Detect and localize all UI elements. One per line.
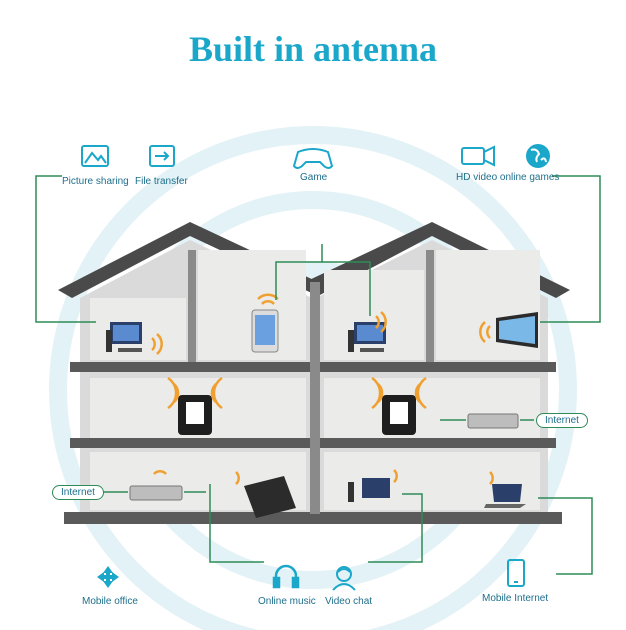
picture-sharing-label: Picture sharing (62, 176, 129, 187)
headphones-icon (272, 564, 300, 589)
video-camera-icon (461, 145, 495, 167)
file-transfer-label: File transfer (135, 176, 188, 187)
wifi-waves (151, 293, 494, 485)
video-chat-label: Video chat (325, 596, 373, 607)
desktop-computer-icon (106, 322, 142, 352)
game-controller-icon (292, 148, 334, 169)
connector-lines (35, 175, 601, 575)
smartphone-icon (251, 309, 279, 353)
internet-label-right: Internet (536, 413, 588, 428)
mobile-phone-icon (507, 559, 525, 587)
game-label: Game (300, 172, 328, 183)
wifi-repeater-icon (382, 395, 416, 435)
picture-sharing-icon (81, 145, 109, 167)
file-transfer-icon (149, 145, 175, 167)
desktop-computer-icon (348, 478, 390, 502)
tablet-icon (244, 476, 296, 518)
modem-icon (129, 413, 519, 501)
globe-icon (526, 144, 550, 168)
video-chat-icon (332, 566, 356, 591)
page-title: Built in antenna (188, 29, 438, 69)
online-music-label: Online music (258, 596, 316, 607)
mobile-office-label: Mobile office (82, 596, 138, 607)
laptop-icon (484, 484, 526, 508)
mobile-internet-label: Mobile Internet (482, 593, 549, 604)
television-icon (496, 312, 538, 348)
internet-label-left: Internet (52, 485, 104, 500)
hd-video-label: HD video online games (456, 172, 560, 183)
house-walls (64, 240, 562, 524)
move-arrows-icon (97, 566, 119, 588)
wifi-repeater-icon (178, 395, 212, 435)
